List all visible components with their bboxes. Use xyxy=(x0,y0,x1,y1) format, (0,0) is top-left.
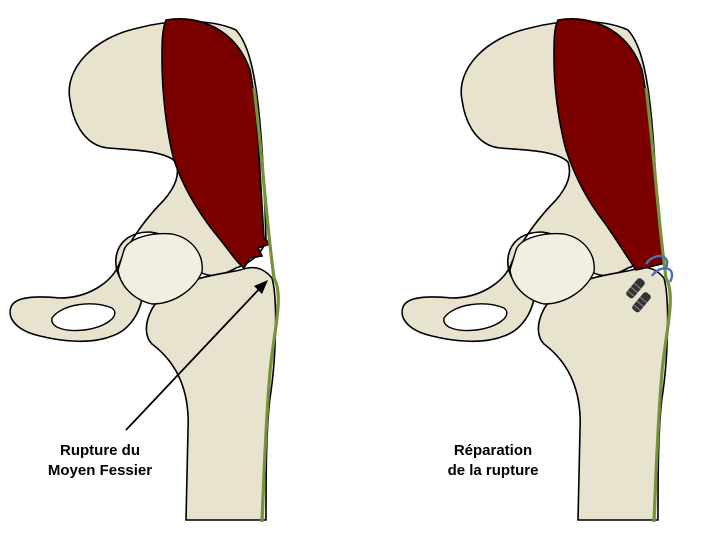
caption-repair-line-2: de la rupture xyxy=(447,462,539,479)
caption-rupture-line-2: Moyen Fessier xyxy=(47,462,153,479)
arrow-icon xyxy=(125,280,268,431)
right-hip-diagram xyxy=(401,18,674,523)
caption-repair: Réparation de la rupture xyxy=(418,441,568,481)
right-fascia-lata-line xyxy=(644,87,672,523)
caption-rupture-line-1: Rupture du xyxy=(60,442,140,459)
caption-repair-line-1: Réparation xyxy=(453,442,533,459)
right-gluteus-medius-muscle xyxy=(553,18,664,271)
suture-anchor-icon xyxy=(626,255,674,313)
left-hip-diagram xyxy=(9,18,280,523)
left-gluteus-medius-muscle xyxy=(161,18,272,270)
caption-rupture: Rupture du Moyen Fessier xyxy=(30,441,170,481)
left-fascia-lata-line xyxy=(252,87,280,523)
